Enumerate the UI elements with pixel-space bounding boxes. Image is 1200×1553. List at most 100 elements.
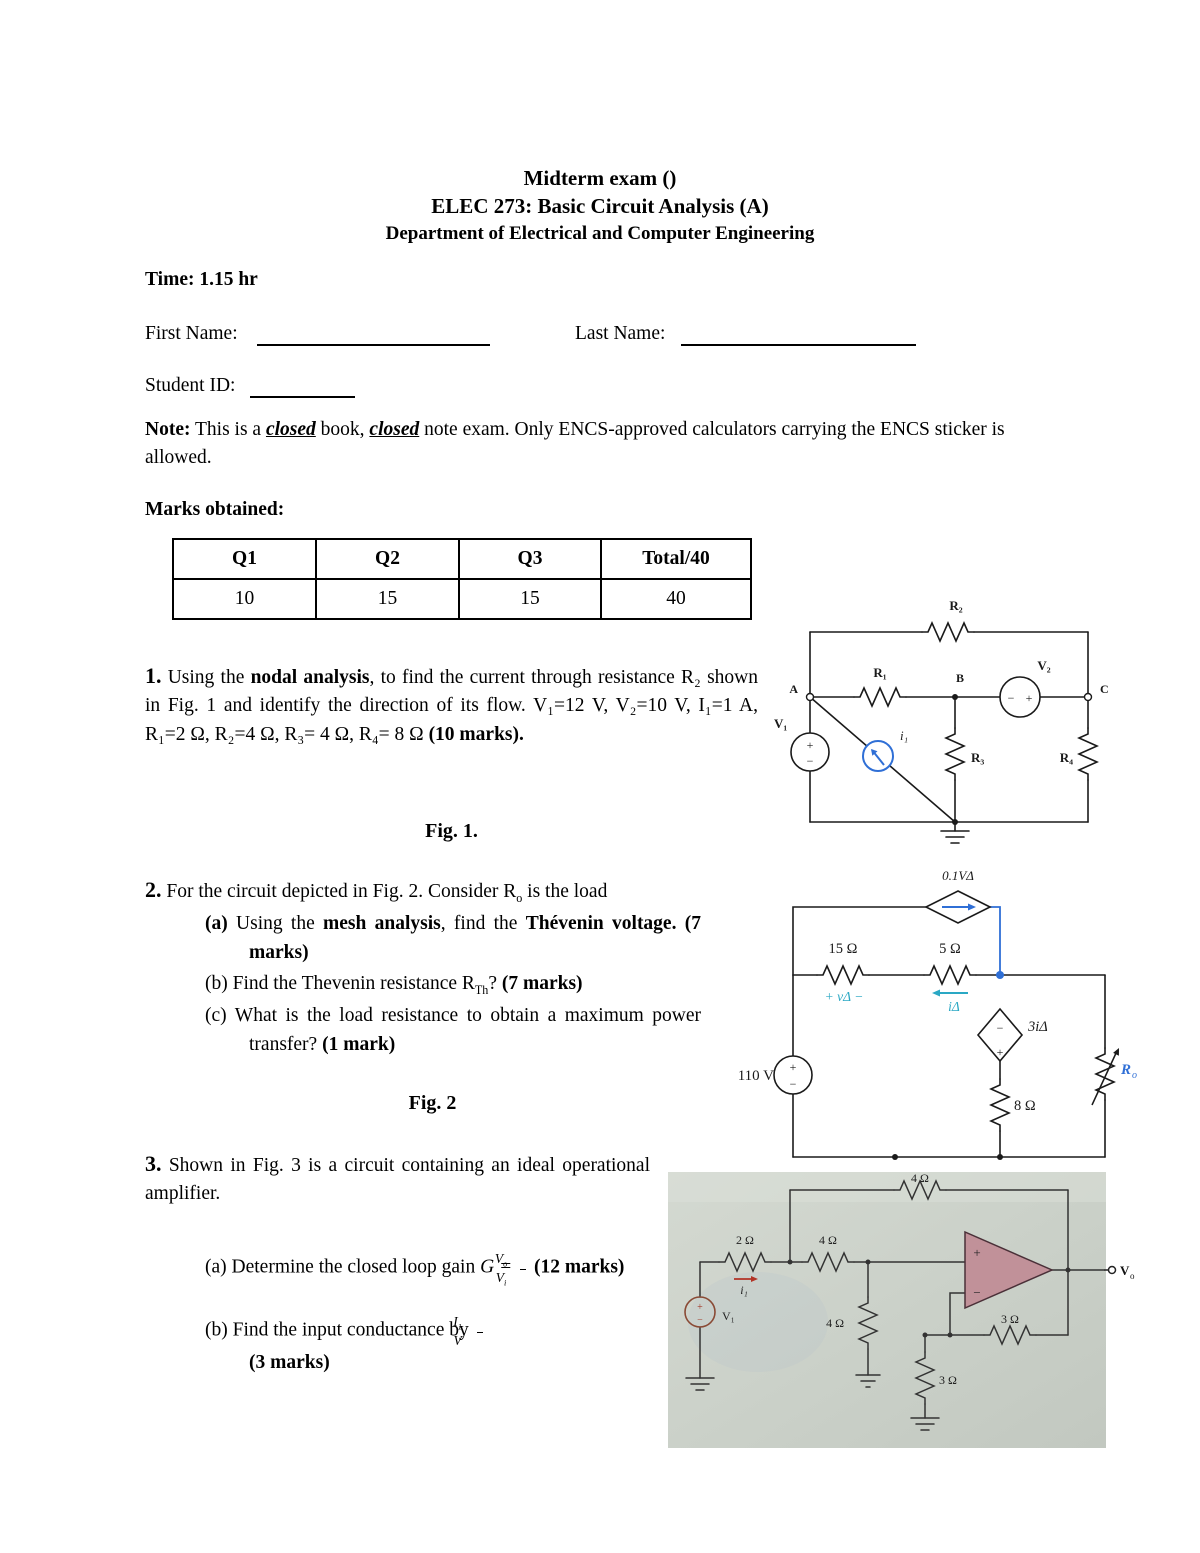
dep2-plus-sign: + bbox=[997, 1045, 1004, 1059]
note-text-1: This is a bbox=[190, 419, 266, 440]
node-dot-3 bbox=[947, 1332, 953, 1338]
node-dot-1 bbox=[787, 1259, 793, 1265]
q1-bold-nodal-analysis: nodal analysis bbox=[250, 667, 370, 688]
photo-highlight bbox=[668, 1172, 1106, 1202]
v110-plus-sign: + bbox=[790, 1060, 797, 1074]
q2c-label: (c) bbox=[205, 1005, 227, 1027]
r8-label: 8 Ω bbox=[1014, 1098, 1036, 1114]
v2-plus-sign: + bbox=[1026, 691, 1033, 705]
v110-minus-sign: − bbox=[790, 1077, 797, 1091]
conductance-fraction-denominator: V bbox=[454, 1333, 483, 1349]
note-text-3: note exam. Only ENCS-approved calculator… bbox=[145, 419, 1005, 469]
r3-v-label: 3 Ω bbox=[939, 1373, 957, 1387]
ro-label: R bbox=[1120, 1062, 1131, 1078]
q2b-label: (b) bbox=[205, 972, 228, 994]
r1-label: R₁ bbox=[873, 665, 886, 680]
dep-top-label: 0.1VΔ bbox=[942, 868, 974, 883]
exam-header: Midterm exam () ELEC 273: Basic Circuit … bbox=[0, 164, 1200, 246]
v-base: V bbox=[453, 1333, 462, 1349]
last-name-field bbox=[681, 318, 916, 346]
time-label: Time: 1.15 hr bbox=[145, 269, 258, 290]
note-closed-note: closed bbox=[369, 419, 420, 440]
fig3-circuit-photo: 4 Ω 2 Ω 4 Ω 4 Ω 3 Ω 3 Ω i₁ V₁ + − + − V … bbox=[668, 1172, 1135, 1448]
first-name-label: First Name: bbox=[145, 323, 238, 344]
q2a-text-2: , find the bbox=[440, 913, 526, 935]
voltage-source-110v bbox=[773, 1055, 813, 1095]
q3-intro: 3. Shown in Fig. 3 is a circuit containi… bbox=[145, 1148, 650, 1209]
v1-plus-sign: + bbox=[807, 738, 814, 752]
v1-label: V₁ bbox=[774, 716, 787, 731]
q3b-marks: (3 marks) bbox=[249, 1351, 330, 1373]
exam-title: Midterm exam () bbox=[523, 166, 677, 190]
node-b-label: B bbox=[956, 671, 964, 685]
note-text-2: book, bbox=[315, 419, 370, 440]
opamp-triangle bbox=[964, 1230, 1054, 1310]
fig3-wires bbox=[685, 1179, 1105, 1431]
node-b-dot bbox=[952, 694, 958, 700]
i1-sub: 1 bbox=[457, 1322, 462, 1332]
fig2-circuit: 0.1VΔ 15 Ω 5 Ω + vΔ − iΔ − + 3iΔ 8 Ω + −… bbox=[738, 868, 1137, 1160]
photo-background bbox=[668, 1172, 1106, 1448]
q2-text-2: is the load bbox=[522, 881, 608, 902]
fig2-caption: Fig. 2 bbox=[408, 1092, 457, 1114]
r4-top-label: 4 Ω bbox=[911, 1172, 929, 1185]
vdelta-label: + vΔ − bbox=[825, 989, 864, 1004]
q2-item-b: (b) Find the Thevenin resistance RTh? (7… bbox=[205, 970, 701, 999]
node-dot-top bbox=[996, 971, 1004, 979]
q2b-marks: (7 marks) bbox=[501, 972, 583, 994]
current-source-arrowhead bbox=[871, 749, 878, 756]
gain-fraction-numerator: Vo bbox=[495, 1251, 527, 1270]
node-a-terminal bbox=[805, 692, 815, 702]
resistor-r1 bbox=[853, 686, 907, 708]
note-label: Note: bbox=[145, 419, 191, 440]
r3-label: R₃ bbox=[971, 750, 984, 765]
marks-value-q2: 15 bbox=[315, 578, 460, 620]
resistor-ro bbox=[1094, 1047, 1116, 1101]
dependent-source-wire bbox=[990, 906, 1001, 975]
marks-header-q2: Q2 bbox=[315, 538, 460, 580]
node-dot-bottom-1 bbox=[892, 1154, 898, 1160]
q2a-bold-thevenin: Thévenin voltage. (7 marks) bbox=[249, 913, 701, 963]
opamp-minus-input: − bbox=[973, 1285, 980, 1300]
r3-h-label: 3 Ω bbox=[1001, 1312, 1019, 1326]
fig1-circuit: R₂ R₁ B V₂ C A V₁ i₁ R₃ R₄ + − − + bbox=[774, 598, 1109, 844]
node-dot-4 bbox=[922, 1332, 928, 1338]
first-name-field bbox=[257, 318, 490, 346]
resistor-4ohm-vert bbox=[857, 1296, 879, 1350]
q1-text-1: Using the bbox=[161, 667, 251, 688]
q2b-text-1: Find the Thevenin resistance R bbox=[227, 972, 475, 994]
q3-item-a: (a) Determine the closed loop gain G = V… bbox=[205, 1251, 650, 1289]
i1-arrowhead bbox=[751, 1276, 758, 1282]
node-c-label: C bbox=[1100, 682, 1109, 696]
q2b-text-2: ? bbox=[488, 972, 502, 994]
q1-number: 1. bbox=[145, 663, 162, 688]
marks-values-row: 10 15 15 40 bbox=[172, 578, 752, 620]
marks-value-q3: 15 bbox=[458, 578, 602, 620]
v2-minus-sign: − bbox=[1008, 691, 1015, 705]
v110-label: 110 V bbox=[738, 1068, 774, 1084]
marks-header-total: Total/40 bbox=[600, 538, 752, 580]
resistor-8ohm bbox=[989, 1078, 1011, 1132]
note-closed-book: closed bbox=[265, 419, 316, 440]
r15-label: 15 Ω bbox=[829, 941, 858, 957]
resistor-4ohm-top bbox=[893, 1179, 947, 1201]
q2-item-a: (a) Using the mesh analysis, find the Th… bbox=[205, 910, 701, 967]
q3b-label: (b) bbox=[205, 1319, 228, 1341]
marks-value-q1: 10 bbox=[172, 578, 317, 620]
v2-label: V₂ bbox=[1037, 658, 1050, 673]
marks-table: Q1 Q2 Q3 Total/40 10 15 15 40 bbox=[172, 538, 752, 620]
q2-text-1: For the circuit depicted in Fig. 2. Cons… bbox=[161, 881, 517, 902]
resistor-3ohm-h bbox=[983, 1324, 1037, 1346]
r4-mid-label: 4 Ω bbox=[819, 1233, 837, 1247]
resistor-2ohm bbox=[718, 1251, 772, 1273]
ro-label-sub: o bbox=[1132, 1070, 1137, 1081]
student-id-field bbox=[250, 370, 355, 398]
i1-base: I bbox=[453, 1314, 458, 1330]
gain-equation-lhs: G = bbox=[480, 1255, 513, 1277]
vin-minus-sign: − bbox=[697, 1315, 703, 1326]
idelta-label: iΔ bbox=[948, 999, 960, 1014]
fig1-wires bbox=[809, 621, 1099, 844]
